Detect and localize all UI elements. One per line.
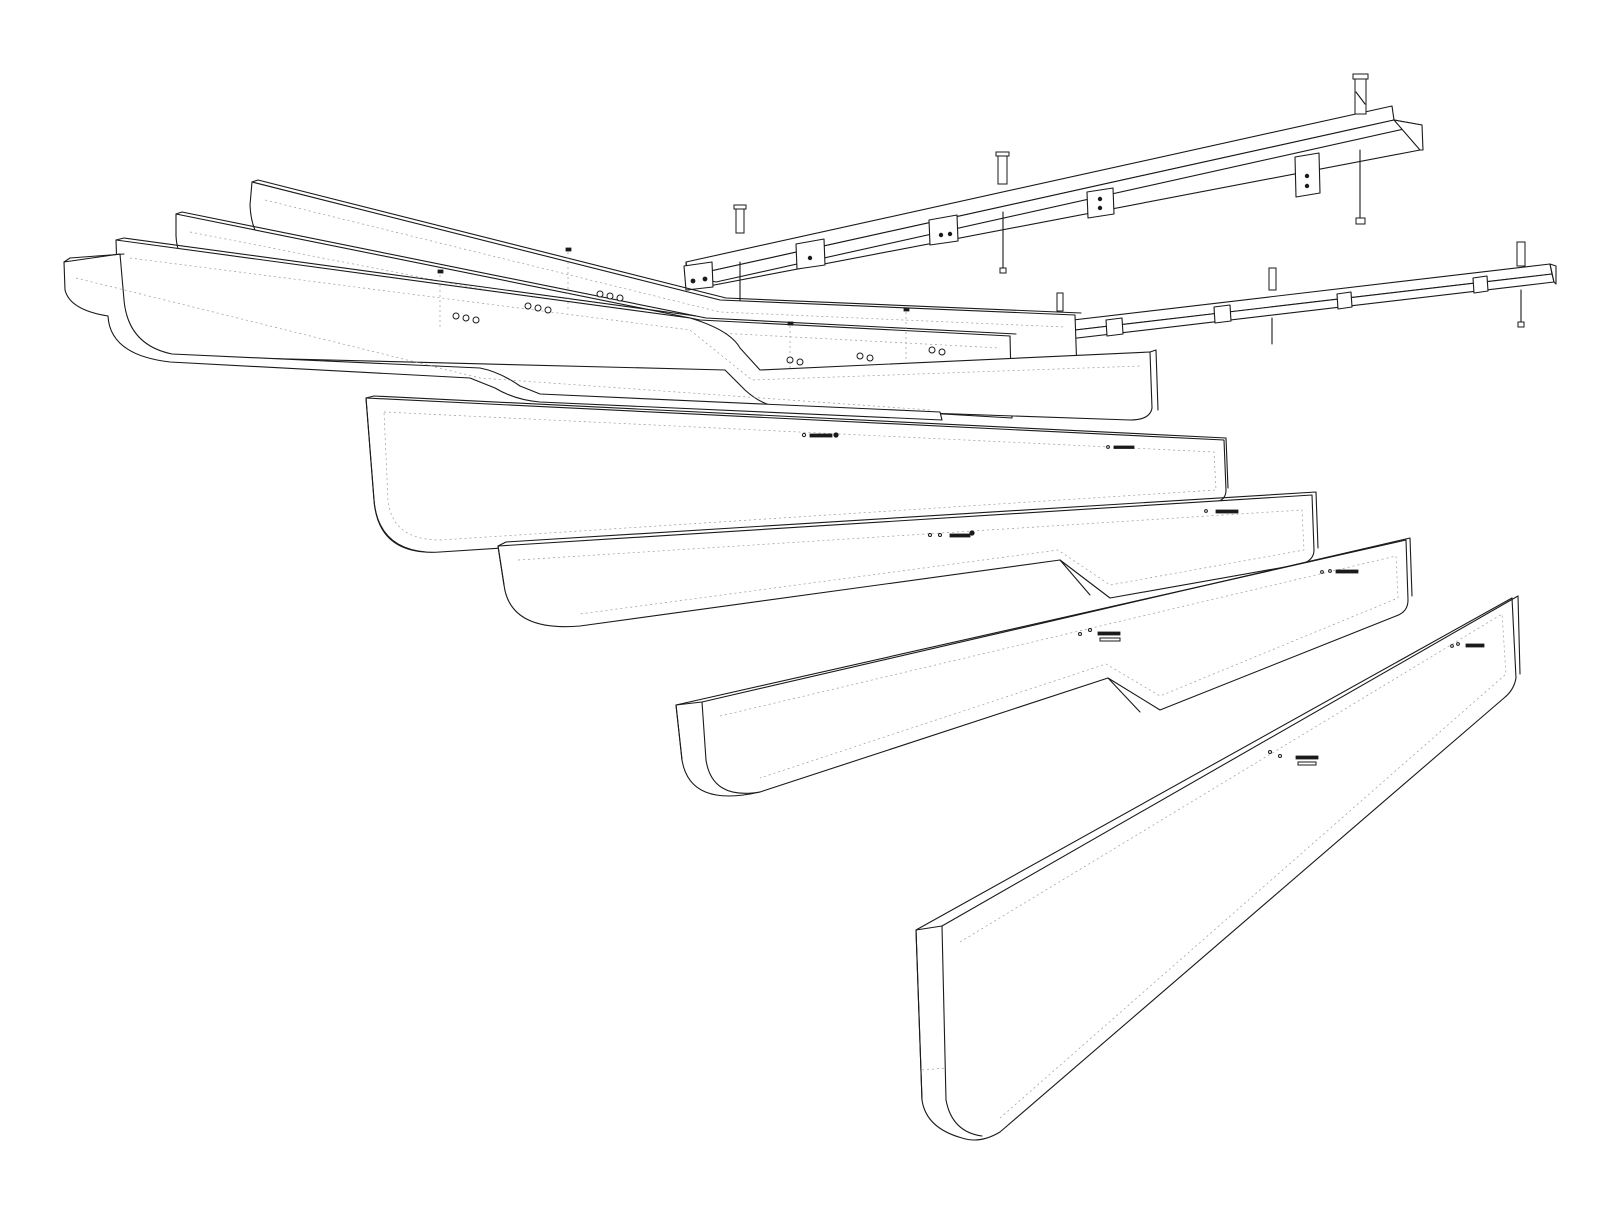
stud bbox=[1268, 267, 1277, 345]
assembled-slat-stack bbox=[63, 179, 1159, 421]
rail-bracket bbox=[1294, 152, 1321, 198]
rail-bracket bbox=[1336, 291, 1353, 310]
stud bbox=[995, 151, 1010, 274]
fastener bbox=[1106, 445, 1135, 449]
lower-rail bbox=[1021, 241, 1557, 361]
fastener bbox=[1320, 569, 1359, 574]
rail-bracket bbox=[683, 261, 714, 291]
upper-rail bbox=[683, 73, 1424, 307]
rail-bracket bbox=[795, 238, 826, 270]
exploded-slat-2 bbox=[497, 491, 1319, 628]
fastener bbox=[1204, 509, 1239, 514]
exploded-slat-3 bbox=[675, 537, 1413, 797]
stud bbox=[1516, 241, 1526, 328]
fastener bbox=[1268, 750, 1319, 766]
rail-bracket bbox=[928, 214, 959, 246]
stud bbox=[1352, 73, 1369, 225]
fastener bbox=[801, 432, 839, 438]
rail-bracket bbox=[1105, 317, 1124, 337]
rail-bracket bbox=[1213, 304, 1232, 324]
fastener bbox=[1078, 628, 1121, 642]
stack-fasteners bbox=[437, 247, 946, 370]
rail-bracket bbox=[1086, 187, 1115, 219]
rail-bracket bbox=[1472, 275, 1489, 294]
exploded-slat-4 bbox=[915, 595, 1521, 1141]
fastener bbox=[928, 530, 975, 538]
fastener bbox=[1450, 642, 1485, 648]
stack-slat bbox=[63, 253, 943, 421]
